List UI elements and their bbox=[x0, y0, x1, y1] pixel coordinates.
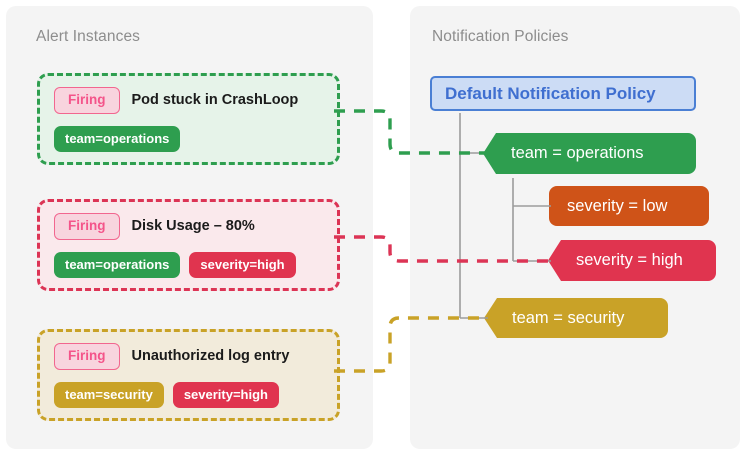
alert-header-row: Firing Unauthorized log entry bbox=[54, 343, 289, 370]
policy-node-team-security[interactable]: team = security bbox=[484, 298, 668, 338]
alert-label-row: team=operations severity=high bbox=[54, 252, 296, 278]
status-badge: Firing bbox=[54, 213, 120, 240]
alert-title: Pod stuck in CrashLoop bbox=[131, 92, 299, 109]
alert-card[interactable]: Firing Unauthorized log entry team=secur… bbox=[37, 329, 340, 421]
policy-node-severity-low[interactable]: severity = low bbox=[549, 186, 709, 226]
policy-node-severity-high[interactable]: severity = high bbox=[548, 240, 716, 281]
notification-policies-title: Notification Policies bbox=[432, 28, 569, 45]
alert-label-chip: severity=high bbox=[172, 382, 279, 408]
alert-label-chip: team=operations bbox=[54, 126, 181, 152]
alert-label-row: team=operations bbox=[54, 126, 181, 152]
alert-label-chip: severity=high bbox=[189, 252, 296, 278]
alert-header-row: Firing Pod stuck in CrashLoop bbox=[54, 87, 298, 114]
status-badge: Firing bbox=[54, 343, 120, 370]
alert-label-chip: team=operations bbox=[54, 252, 181, 278]
alert-label-row: team=security severity=high bbox=[54, 382, 279, 408]
status-badge: Firing bbox=[54, 87, 120, 114]
alert-card[interactable]: Firing Pod stuck in CrashLoop team=opera… bbox=[37, 73, 340, 165]
policy-node-team-operations[interactable]: team = operations bbox=[483, 133, 696, 174]
default-notification-policy-node[interactable]: Default Notification Policy bbox=[430, 76, 696, 111]
alert-instances-title: Alert Instances bbox=[36, 28, 141, 45]
alert-card[interactable]: Firing Disk Usage – 80% team=operations … bbox=[37, 199, 340, 291]
alert-title: Unauthorized log entry bbox=[131, 348, 290, 365]
alert-instances-panel: Alert Instances Firing Pod stuck in Cras… bbox=[6, 6, 373, 449]
alert-label-chip: team=security bbox=[54, 382, 164, 408]
alert-title: Disk Usage – 80% bbox=[131, 218, 255, 235]
notification-policies-panel: Notification Policies bbox=[410, 6, 740, 449]
alert-header-row: Firing Disk Usage – 80% bbox=[54, 213, 255, 240]
